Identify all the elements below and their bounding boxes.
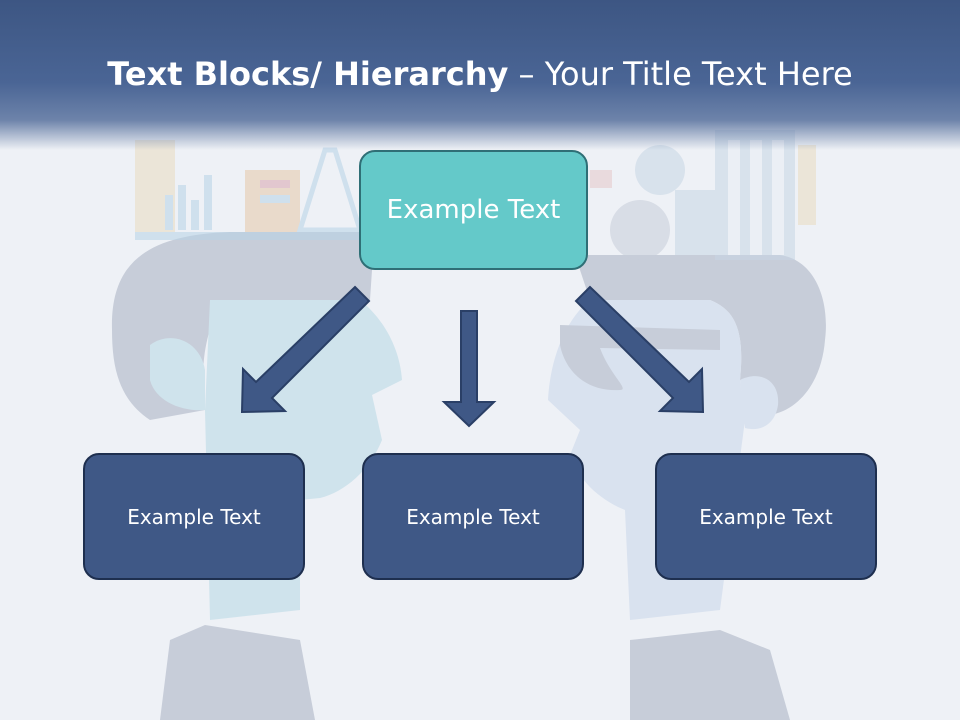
slide-title: Text Blocks/ Hierarchy – Your Title Text… — [0, 55, 960, 93]
child-text-block-label: Example Text — [699, 504, 833, 529]
slide-title-bold: Text Blocks/ Hierarchy — [107, 55, 509, 93]
title-bar — [0, 0, 960, 150]
left-shoulder — [160, 625, 315, 720]
right-shoulder — [630, 630, 790, 720]
child-text-block-label: Example Text — [127, 504, 261, 529]
left-head-ear — [150, 338, 205, 411]
child-text-block-label: Example Text — [406, 504, 540, 529]
slide-title-rest: Your Title Text Here — [544, 55, 853, 93]
top-text-block-label: Example Text — [386, 195, 561, 225]
child-text-block-left[interactable]: Example Text — [83, 453, 305, 580]
top-text-block[interactable]: Example Text — [359, 150, 588, 270]
cityscape-left — [135, 140, 364, 240]
cityscape-right — [590, 130, 816, 260]
slide-title-dash: – — [508, 55, 545, 93]
child-text-block-middle[interactable]: Example Text — [362, 453, 584, 580]
child-text-block-right[interactable]: Example Text — [655, 453, 877, 580]
right-head-ear — [740, 376, 779, 430]
